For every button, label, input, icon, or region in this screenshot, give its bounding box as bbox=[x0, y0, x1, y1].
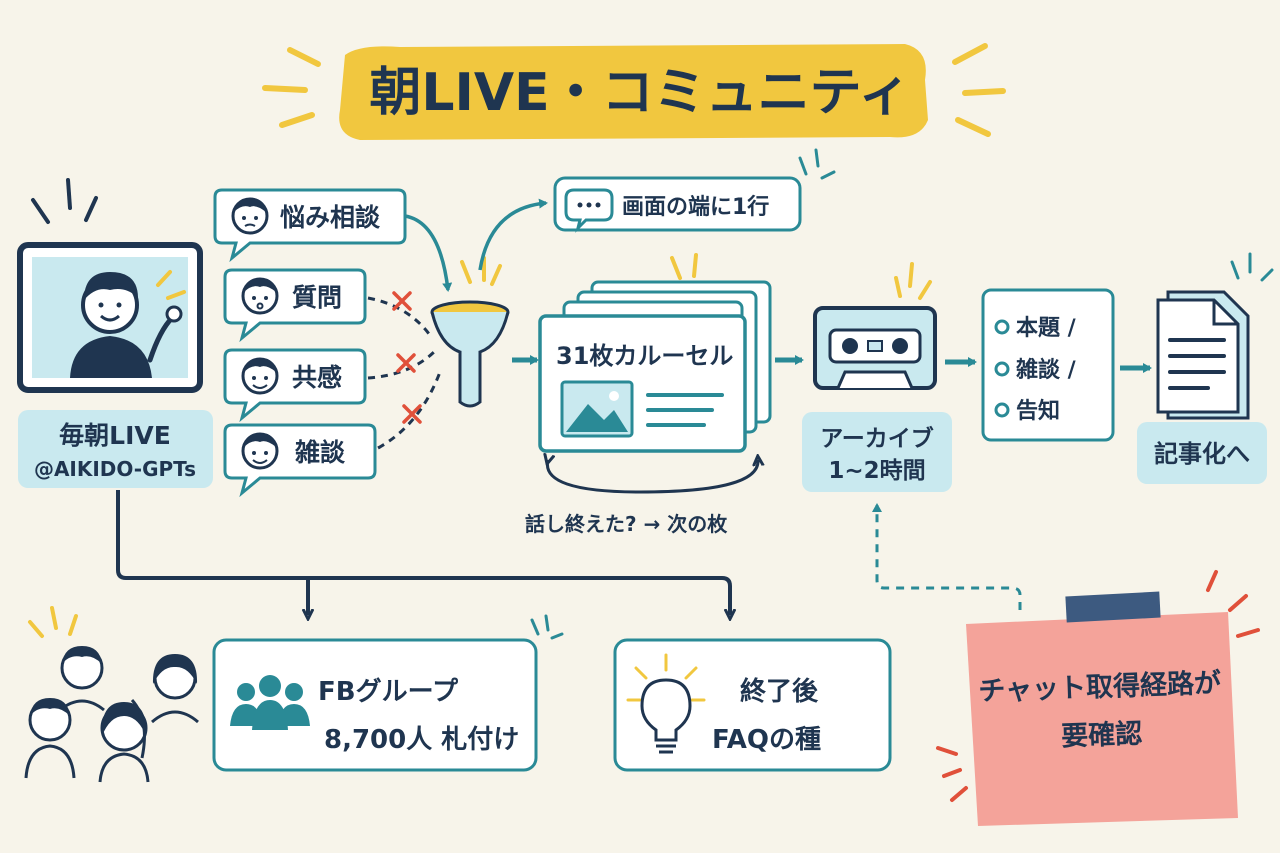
community-people-group bbox=[24, 606, 199, 783]
cross-icon bbox=[396, 353, 416, 373]
faq-line2: FAQの種 bbox=[712, 725, 821, 755]
person-icon bbox=[70, 272, 183, 378]
faq-box: 終了後 FAQの種 bbox=[530, 614, 892, 772]
svg-text:本題 /: 本題 / bbox=[1016, 316, 1077, 341]
person-icon bbox=[151, 654, 199, 724]
monitor-spark bbox=[31, 178, 98, 224]
chapter-item: 告知 bbox=[994, 398, 1060, 424]
faq-line1: 終了後 bbox=[740, 676, 819, 707]
topic-bubble-empathy: 共感 bbox=[223, 348, 367, 423]
topic-bubble-question: 質問 bbox=[223, 268, 367, 343]
face-icon bbox=[241, 432, 279, 470]
group-users-icon bbox=[230, 675, 310, 730]
topic-label: 悩み相談 bbox=[280, 203, 381, 232]
cross-icon bbox=[402, 404, 422, 424]
face-icon bbox=[241, 277, 279, 315]
topic-bubble-consult: 悩み相談 bbox=[213, 188, 407, 263]
title-spark-left bbox=[262, 47, 321, 128]
topic-bubbles: 悩み相談 質問 共感 bbox=[213, 188, 407, 498]
archive-line1: アーカイブ bbox=[820, 425, 934, 452]
archive-line2: 1~2時間 bbox=[828, 458, 925, 484]
cassette-icon bbox=[813, 306, 937, 390]
topic-label: 雑談 bbox=[294, 438, 346, 467]
carousel-loop-arrow bbox=[547, 460, 758, 494]
title-spark-right bbox=[952, 43, 1006, 137]
consult-to-funnel-arrow bbox=[404, 214, 453, 292]
fb-group-line1: FBグループ bbox=[318, 677, 459, 707]
title-group: 朝LIVE・コミュニティ bbox=[262, 43, 1006, 140]
monitor-group: 毎朝LIVE @AIKIDO-GPTs bbox=[17, 178, 213, 488]
chapter-item: 雑談 / bbox=[994, 357, 1077, 383]
funnel-to-note-arrow bbox=[478, 198, 548, 271]
sticky-tape bbox=[1065, 591, 1161, 623]
sticky-to-archive-dashed-arrow bbox=[872, 503, 1022, 610]
chat-bubble-icon bbox=[564, 188, 614, 233]
document-icon bbox=[1156, 290, 1250, 420]
sticky-note: チャット取得経路が 要確認 bbox=[936, 570, 1260, 826]
face-icon bbox=[231, 197, 269, 235]
carousel-label: 31枚カルーセル bbox=[556, 342, 733, 370]
article-label-box bbox=[1137, 422, 1267, 484]
person-icon bbox=[98, 698, 150, 783]
person-icon bbox=[59, 646, 105, 712]
live-label-line2: @AIKIDO-GPTs bbox=[34, 457, 196, 481]
title-highlight bbox=[339, 44, 929, 140]
cross-marks bbox=[392, 291, 422, 424]
page-title: 朝LIVE・コミュニティ bbox=[369, 63, 910, 123]
lightbulb-icon bbox=[626, 653, 706, 754]
empathy-dashed-line bbox=[367, 350, 436, 380]
chapter-item: 本題 / bbox=[994, 316, 1077, 341]
topic-label: 質問 bbox=[292, 283, 342, 312]
archive-group: アーカイブ 1~2時間 bbox=[802, 262, 952, 492]
image-icon bbox=[560, 380, 634, 438]
person-icon bbox=[24, 698, 76, 779]
topic-bubble-chat: 雑談 bbox=[223, 423, 377, 498]
sticky-line2: 要確認 bbox=[1061, 718, 1143, 753]
topic-label: 共感 bbox=[292, 363, 342, 392]
live-branch-line bbox=[116, 490, 730, 615]
fb-group-line2: 8,700人 札付け bbox=[324, 725, 519, 755]
svg-text:告知: 告知 bbox=[1016, 398, 1060, 424]
svg-text:雑談 /: 雑談 / bbox=[1015, 357, 1077, 383]
article-label: 記事化へ bbox=[1154, 440, 1250, 468]
side-note-text: 画面の端に1行 bbox=[622, 194, 769, 220]
live-label-line1: 毎朝LIVE bbox=[59, 421, 171, 450]
article-group: 記事化へ bbox=[1137, 252, 1274, 484]
chapter-list-box: 本題 / 雑談 / 告知 bbox=[981, 288, 1115, 442]
face-icon bbox=[241, 357, 279, 395]
question-dashed-line bbox=[367, 296, 434, 339]
archive-label-box bbox=[802, 412, 952, 492]
topic-connectors bbox=[367, 214, 453, 450]
side-note-box: 画面の端に1行 bbox=[553, 148, 836, 233]
sticky-note-paper bbox=[966, 612, 1238, 826]
live-label-box bbox=[18, 410, 213, 488]
fb-group-box: FBグループ 8,700人 札付け bbox=[212, 638, 538, 772]
carousel-stack: 31枚カルーセル bbox=[538, 253, 772, 453]
carousel-loop-caption: 話し終えた? → 次の枚 bbox=[525, 512, 728, 536]
text-lines-icon bbox=[646, 393, 724, 427]
cross-icon bbox=[392, 291, 412, 311]
wave-spark bbox=[156, 270, 186, 300]
funnel-icon bbox=[430, 256, 510, 408]
